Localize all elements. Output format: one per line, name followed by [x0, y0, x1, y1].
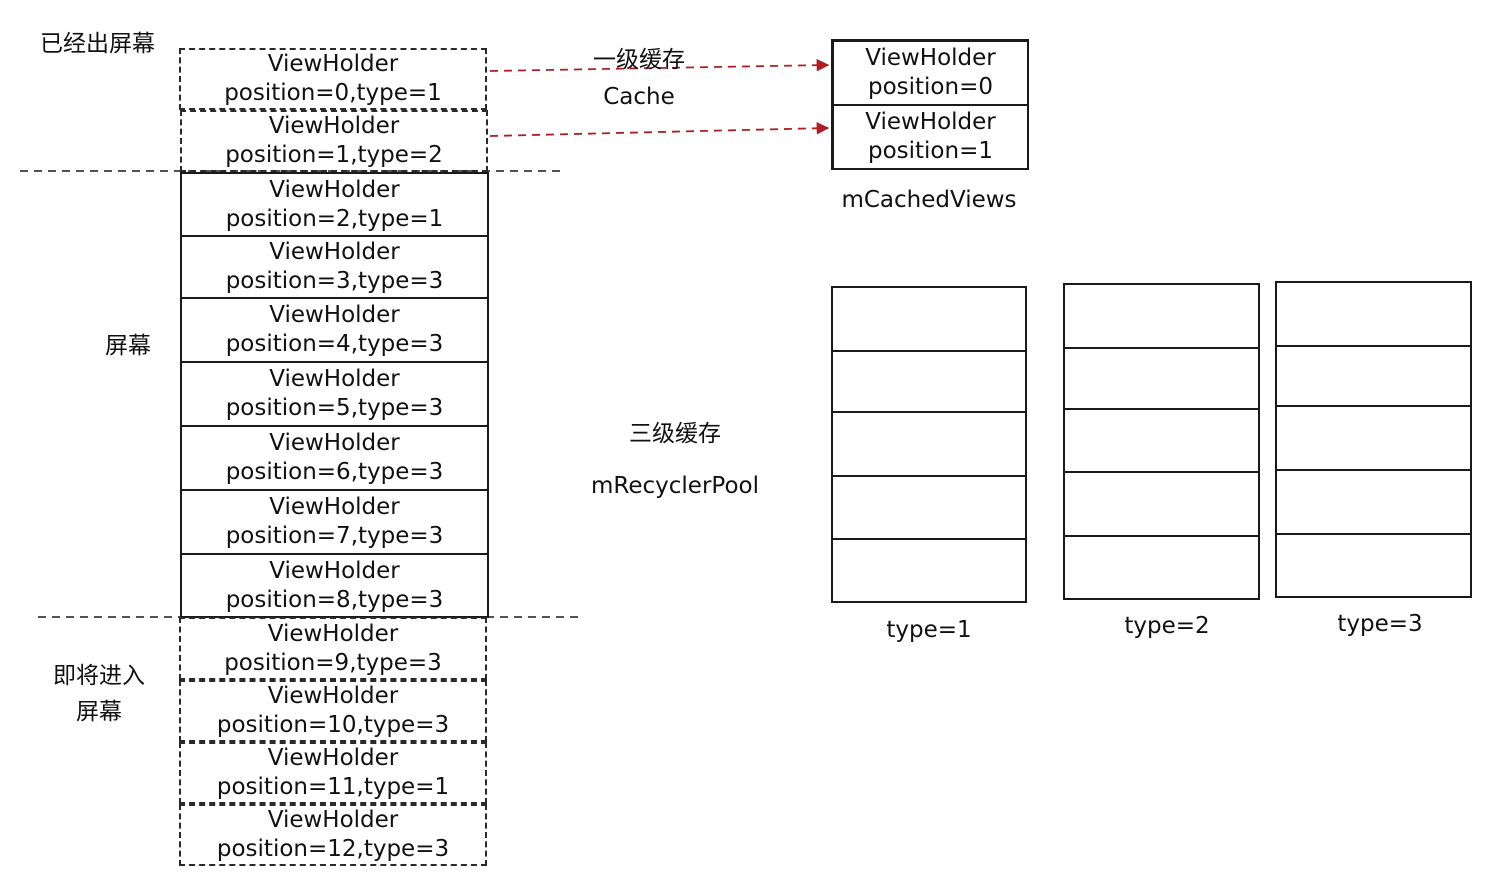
viewholder-item: ViewHolder position=1,type=2	[180, 110, 488, 172]
viewholder-item: ViewHolder position=11,type=1	[179, 742, 487, 804]
viewholder-detail: position=5,type=3	[225, 395, 444, 421]
cached-view-slot: ViewHolder position=0	[834, 42, 1027, 106]
pool-slot	[1065, 285, 1258, 349]
viewholder-detail: position=9,type=3	[224, 649, 442, 676]
viewholder-item: ViewHolder position=5,type=3	[180, 361, 489, 427]
viewholder-title: ViewHolder	[269, 302, 400, 328]
cached-view-title: ViewHolder	[865, 109, 996, 135]
pool-stack-label: type=1	[886, 617, 972, 643]
viewholder-detail: position=7,type=3	[225, 523, 444, 549]
viewholder-title: ViewHolder	[269, 557, 400, 584]
cached-view-title: ViewHolder	[865, 45, 996, 71]
viewholder-detail: position=2,type=1	[225, 205, 444, 232]
offscreen-label: 已经出屏幕	[40, 31, 155, 57]
cached-views-box: ViewHolder position=0 ViewHolder positio…	[831, 39, 1029, 170]
pool-slot	[1277, 283, 1470, 347]
pool-name: mRecyclerPool	[591, 473, 759, 499]
viewholder-item: ViewHolder position=10,type=3	[179, 680, 487, 742]
pool-slot	[833, 288, 1025, 352]
viewholder-title: ViewHolder	[268, 113, 400, 139]
viewholder-detail: position=4,type=3	[225, 331, 444, 357]
screen-label: 屏幕	[105, 333, 151, 359]
viewholder-title: ViewHolder	[269, 430, 400, 456]
viewholder-detail: position=11,type=1	[216, 774, 450, 800]
viewholder-detail: position=3,type=3	[225, 268, 444, 294]
pool-slot	[833, 477, 1025, 540]
pool-slot	[1277, 407, 1470, 471]
incoming-label-line2: 屏幕	[76, 699, 122, 725]
viewholder-item: ViewHolder position=0,type=1	[179, 48, 487, 110]
viewholder-title: ViewHolder	[267, 807, 399, 833]
viewholder-title: ViewHolder	[267, 745, 399, 771]
pool-stack-label: type=2	[1124, 613, 1210, 639]
viewholder-title: ViewHolder	[269, 239, 400, 265]
pool-slot	[1065, 473, 1258, 537]
cache-arrow-position-0	[489, 58, 830, 72]
viewholder-item: ViewHolder position=2,type=1	[180, 172, 489, 237]
viewholder-detail: position=1,type=2	[225, 142, 443, 168]
cached-view-detail: position=1	[867, 138, 993, 164]
viewholder-item: ViewHolder position=8,type=3	[180, 553, 489, 618]
viewholder-title: ViewHolder	[267, 620, 399, 647]
pool-slot	[833, 352, 1025, 413]
viewholder-item: ViewHolder position=6,type=3	[180, 425, 489, 491]
pool-slot	[833, 540, 1025, 601]
pool-stack-type-2	[1063, 283, 1260, 600]
viewholder-detail: position=10,type=3	[216, 712, 450, 738]
cached-view-slot: ViewHolder position=1	[834, 106, 1027, 168]
incoming-label-line1: 即将进入	[53, 663, 145, 689]
pool-stack-type-3	[1275, 281, 1472, 598]
pool-slot	[1277, 347, 1470, 407]
pool-slot	[1065, 410, 1258, 473]
cache-level-label: 一级缓存	[593, 47, 685, 73]
viewholder-title: ViewHolder	[267, 51, 399, 77]
viewholder-detail: position=0,type=1	[224, 80, 442, 106]
viewholder-title: ViewHolder	[269, 366, 400, 392]
pool-stack-type-1	[831, 286, 1027, 603]
cache-sublabel: Cache	[603, 84, 675, 110]
pool-stack-label: type=3	[1337, 611, 1423, 637]
viewholder-item: ViewHolder position=9,type=3	[179, 617, 487, 680]
viewholder-item: ViewHolder position=7,type=3	[180, 489, 489, 555]
viewholder-item: ViewHolder position=3,type=3	[180, 235, 489, 299]
cached-views-name: mCachedViews	[841, 187, 1017, 213]
pool-slot	[1277, 471, 1470, 535]
cached-view-detail: position=0	[867, 74, 993, 100]
viewholder-title: ViewHolder	[267, 683, 399, 709]
pool-slot	[1065, 349, 1258, 410]
pool-level-label: 三级缓存	[629, 421, 721, 447]
viewholder-title: ViewHolder	[269, 494, 400, 520]
viewholder-item: ViewHolder position=12,type=3	[179, 804, 487, 866]
viewholder-item: ViewHolder position=4,type=3	[180, 297, 489, 363]
pool-slot	[1277, 535, 1470, 596]
viewholder-detail: position=12,type=3	[216, 836, 450, 862]
pool-slot	[833, 413, 1025, 477]
viewholder-detail: position=6,type=3	[225, 459, 444, 485]
viewholder-detail: position=8,type=3	[225, 586, 444, 613]
viewholder-title: ViewHolder	[269, 176, 400, 203]
pool-slot	[1065, 537, 1258, 598]
cache-arrow-position-1	[489, 121, 830, 137]
